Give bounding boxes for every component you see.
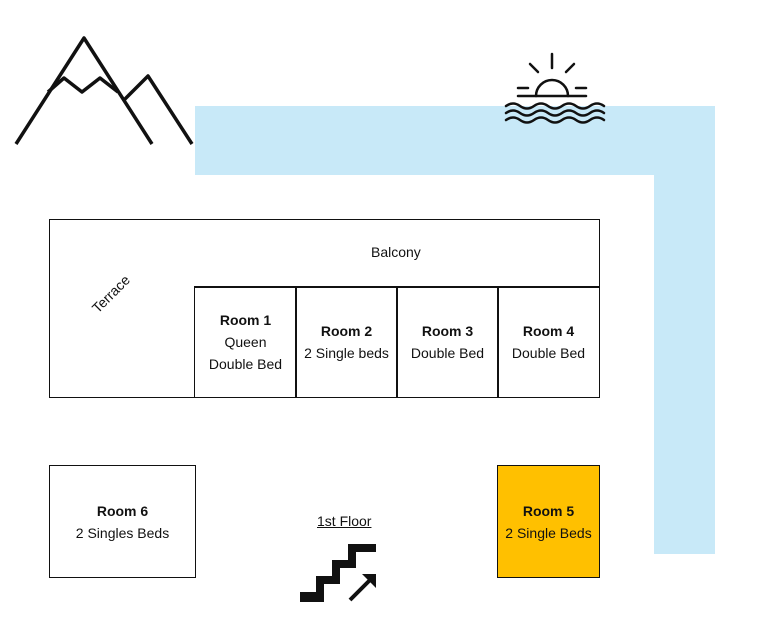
mountain-icon (14, 36, 194, 145)
room-4: Room 4 Double Bed (497, 286, 600, 398)
room-bed: Double Bed (511, 345, 586, 361)
room-bed: Double Bed (410, 345, 485, 361)
room-bed: Double Bed (208, 356, 283, 372)
room-5: Room 5 2 Single Beds (497, 465, 600, 578)
sunset-over-water-icon (504, 52, 606, 124)
room-6: Room 6 2 Singles Beds (49, 465, 196, 578)
stairs-up-icon (300, 544, 376, 602)
room-3: Room 3 Double Bed (396, 286, 499, 398)
floor-label: 1st Floor (317, 513, 372, 529)
room-bed: Queen (224, 334, 267, 350)
room-name: Room 1 (219, 312, 272, 328)
room-name: Room 6 (96, 502, 149, 519)
room-name: Room 3 (421, 323, 474, 339)
room-name: Room 2 (320, 323, 373, 339)
balcony-label: Balcony (371, 244, 421, 260)
water-horizontal (195, 106, 715, 175)
room-bed: 2 Single Beds (505, 524, 592, 541)
room-name: Room 4 (522, 323, 575, 339)
room-1: Room 1 Queen Double Bed (194, 286, 297, 398)
water-vertical (654, 106, 715, 554)
room-name: Room 5 (522, 502, 575, 519)
room-bed: 2 Singles Beds (75, 524, 170, 541)
room-bed: 2 Single beds (304, 345, 389, 361)
room-2: Room 2 2 Single beds (295, 286, 398, 398)
